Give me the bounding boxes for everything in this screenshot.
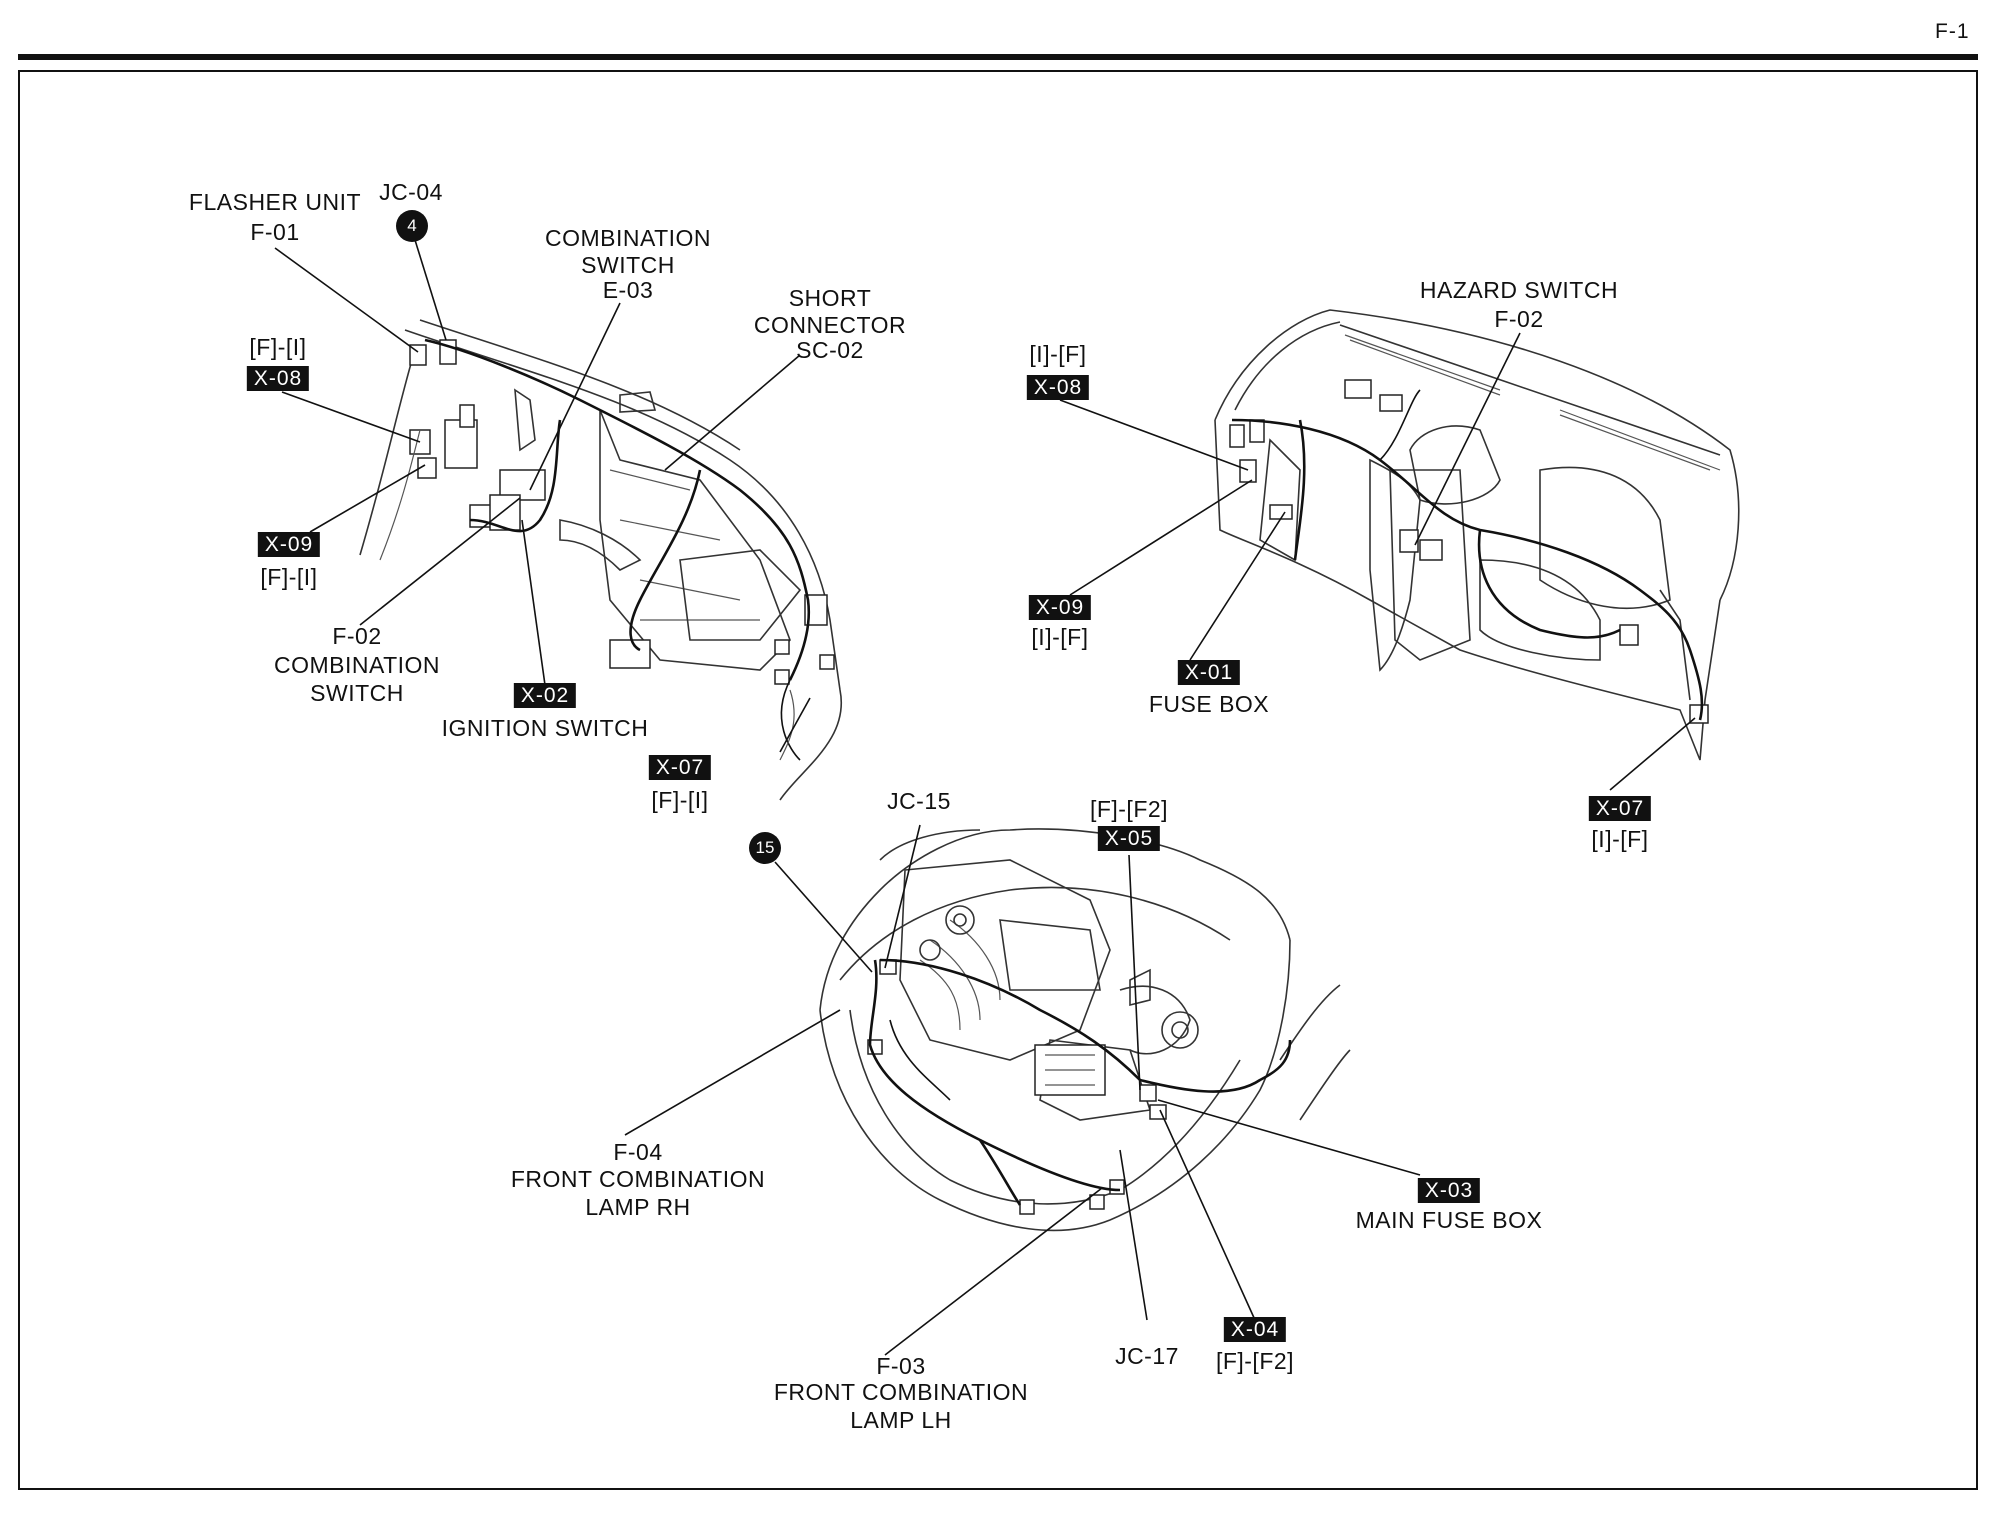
diagram-frame — [18, 70, 1978, 1490]
x07-right-badge: X-07 — [1588, 796, 1652, 821]
x01-badge: X-01 — [1177, 660, 1241, 685]
combination-switch-f02-line1: COMBINATION — [273, 652, 441, 678]
flasher-unit-label: FLASHER UNIT — [188, 189, 362, 215]
x09-left-pins: [F]-[I] — [260, 564, 318, 590]
front-lamp-rh-code: F-04 — [613, 1139, 663, 1165]
short-connector-code: SC-02 — [796, 337, 864, 363]
jc15-callout-badge: 15 — [749, 832, 781, 864]
hazard-switch-label: HAZARD SWITCH — [1419, 277, 1619, 303]
x07-left-pins: [F]-[I] — [651, 787, 709, 813]
x09-right-pins: [I]-[F] — [1031, 624, 1089, 650]
jc15-label: JC-15 — [887, 788, 951, 814]
x08-right-pins: [I]-[F] — [1029, 341, 1087, 367]
x08-left-badge: X-08 — [246, 366, 310, 391]
jc17-label: JC-17 — [1115, 1343, 1179, 1369]
header-rule — [18, 54, 1978, 60]
front-lamp-lh-line1: FRONT COMBINATION — [773, 1379, 1029, 1405]
right-dashboard-drawing — [1214, 309, 1740, 761]
x09-right-badge: X-09 — [1028, 595, 1092, 620]
front-lamp-lh-line2: LAMP LH — [850, 1407, 952, 1433]
combination-switch-e03-line2: SWITCH — [581, 252, 675, 278]
x04-badge: X-04 — [1223, 1317, 1287, 1342]
x05-badge: X-05 — [1097, 826, 1161, 851]
flasher-unit-code: F-01 — [250, 219, 300, 245]
jc04-callout-badge: 4 — [396, 210, 428, 242]
page-number: F-1 — [1935, 20, 1970, 43]
engine-bay-drawing — [819, 828, 1351, 1232]
combination-switch-f02-code: F-02 — [332, 623, 382, 649]
x08-left-pins: [F]-[I] — [249, 334, 307, 360]
x05-pins: [F]-[F2] — [1089, 796, 1169, 822]
short-connector-line1: SHORT — [788, 285, 872, 311]
combination-switch-e03-code: E-03 — [602, 277, 654, 303]
leader-lines — [274, 239, 1696, 1356]
jc04-label: JC-04 — [379, 179, 443, 205]
ignition-switch-label: IGNITION SWITCH — [441, 715, 649, 741]
front-lamp-rh-line1: FRONT COMBINATION — [510, 1166, 766, 1192]
x04-pins: [F]-[F2] — [1215, 1348, 1295, 1374]
combination-switch-e03-line1: COMBINATION — [544, 225, 712, 251]
x02-badge: X-02 — [513, 683, 577, 708]
hazard-switch-code: F-02 — [1494, 306, 1544, 332]
x09-left-badge: X-09 — [257, 532, 321, 557]
x08-right-badge: X-08 — [1026, 375, 1090, 400]
front-lamp-rh-line2: LAMP RH — [585, 1194, 691, 1220]
left-dashboard-drawing — [359, 319, 843, 801]
x07-left-badge: X-07 — [648, 755, 712, 780]
short-connector-line2: CONNECTOR — [753, 312, 907, 338]
front-lamp-lh-code: F-03 — [876, 1353, 926, 1379]
fuse-box-label: FUSE BOX — [1148, 691, 1270, 717]
x03-badge: X-03 — [1417, 1178, 1481, 1203]
combination-switch-f02-line2: SWITCH — [310, 680, 404, 706]
main-fuse-box-label: MAIN FUSE BOX — [1355, 1207, 1543, 1233]
x07-right-pins: [I]-[F] — [1591, 826, 1649, 852]
